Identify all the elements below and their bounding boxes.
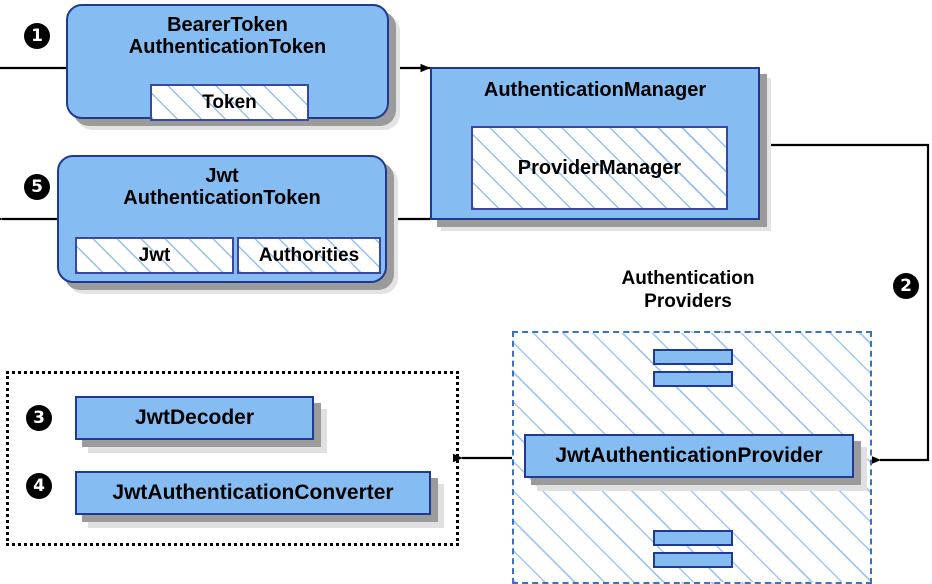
jwt-authentication-converter-label: JwtAuthenticationConverter — [112, 481, 394, 505]
bearer-token-title-line-2: AuthenticationToken — [128, 36, 327, 59]
authorities-inner-box: Authorities — [237, 237, 381, 274]
authorities-inner-label: Authorities — [258, 244, 360, 266]
authentication-providers-zone: JwtAuthenticationProvider — [512, 331, 872, 584]
providers-caption-line-2: Providers — [644, 290, 732, 312]
jwt-authentication-converter-box[interactable]: JwtAuthenticationConverter — [75, 471, 431, 515]
jwt-token-title-line-2: AuthenticationToken — [123, 187, 321, 210]
bearer-token-title-line-1: BearerToken — [167, 14, 288, 36]
provider-manager-inner-box: ProviderManager — [471, 126, 728, 210]
bearer-token-authentication-token-box[interactable]: BearerToken AuthenticationToken Token — [66, 4, 389, 121]
providers-caption-line-1: Authentication — [621, 268, 755, 289]
authentication-manager-title: AuthenticationManager — [483, 79, 707, 101]
authentication-manager-box[interactable]: AuthenticationManager ProviderManager — [430, 67, 760, 220]
jwt-support-components-zone: JwtDecoder JwtAuthenticationConverter — [6, 371, 459, 546]
jwt-inner-box: Jwt — [75, 237, 234, 274]
provider-bar-bottom-1 — [653, 530, 733, 546]
jwt-authentication-token-box[interactable]: Jwt AuthenticationToken Jwt Authorities — [57, 155, 387, 283]
jwt-token-title-line-1: Jwt — [205, 165, 239, 187]
manager-to-provider-arrow — [760, 143, 930, 465]
jwt-authentication-provider-box[interactable]: JwtAuthenticationProvider — [524, 434, 854, 478]
step-badge-1: 1 — [24, 23, 50, 49]
jwt-authentication-provider-label: JwtAuthenticationProvider — [555, 444, 823, 468]
token-inner-label: Token — [202, 91, 257, 113]
step-badge-4: 4 — [26, 473, 52, 499]
jwt-inner-label: Jwt — [138, 244, 171, 266]
step-badge-2: 2 — [893, 273, 919, 299]
jwt-decoder-box[interactable]: JwtDecoder — [75, 396, 314, 440]
token-inner-box: Token — [150, 84, 309, 121]
provider-manager-label: ProviderManager — [517, 156, 682, 179]
step-badge-3: 3 — [26, 405, 52, 431]
provider-bar-bottom-2 — [653, 552, 733, 568]
step-badge-5: 5 — [24, 174, 50, 200]
provider-bar-top-2 — [653, 371, 733, 387]
authentication-providers-caption: Authentication Providers — [590, 268, 786, 314]
jwt-decoder-label: JwtDecoder — [134, 406, 255, 430]
provider-bar-top-1 — [653, 349, 733, 365]
